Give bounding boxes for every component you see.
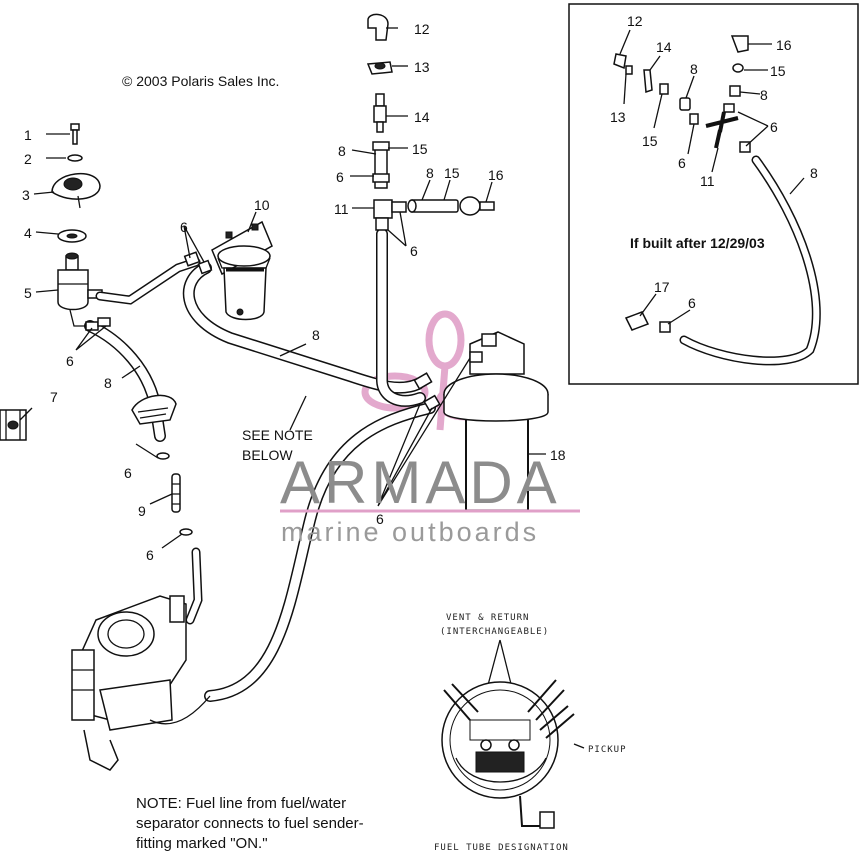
pickup-label: PICKUP (588, 745, 627, 755)
part-3-bracket (51, 172, 101, 209)
note-line-2: separator connects to fuel sender- (136, 815, 364, 832)
part-13-clip (366, 61, 393, 75)
note-block: NOTE: Fuel line from fuel/water separato… (136, 795, 364, 852)
leader-lines (19, 27, 546, 549)
inset-callout-14: 14 (656, 39, 672, 55)
callout-3: 3 (22, 187, 30, 203)
part-15-16-side-assembly (407, 196, 495, 216)
part-14-connector (373, 93, 387, 133)
note-line-1: NOTE: Fuel line from fuel/water (136, 795, 346, 812)
inset-callout-6a: 6 (678, 155, 686, 171)
carburetor-assembly (71, 595, 211, 771)
inset-callout-13: 13 (610, 109, 626, 125)
watermark: ARMADA marine outboards (280, 449, 580, 547)
callout-9: 9 (138, 503, 146, 519)
callout-5: 5 (24, 285, 32, 301)
callout-labels: 1 2 3 4 5 6 8 7 6 9 6 6 10 8 SEE NOTE BE… (22, 21, 566, 563)
callout-8a: 8 (104, 375, 112, 391)
inset-callout-8c: 8 (810, 165, 818, 181)
part-1-screw (70, 123, 80, 145)
inset-callout-15b: 15 (770, 63, 786, 79)
inset-box: 12 13 14 15 8 6 11 16 15 8 6 8 If built … (568, 3, 859, 385)
hand-illustration (131, 394, 177, 425)
callout-16: 16 (488, 167, 504, 183)
part-18-fuel-sender (443, 331, 549, 511)
callout-4: 4 (24, 225, 32, 241)
sender-fittings (85, 251, 483, 412)
part-4-nut (57, 229, 87, 243)
inset-callout-17: 17 (654, 279, 670, 295)
part-2-washer (67, 154, 83, 162)
inset-callout-8a: 8 (690, 61, 698, 77)
callout-1: 1 (24, 127, 32, 143)
callout-2: 2 (24, 151, 32, 167)
inset-callout-6c: 6 (688, 295, 696, 311)
note-line-3: fitting marked "ON." (136, 835, 268, 852)
part-8-short-hose (372, 141, 390, 189)
vent-label-1: VENT & RETURN (446, 613, 529, 623)
callout-13: 13 (414, 59, 430, 75)
part-10-water-separator (211, 220, 273, 321)
see-note-line-1: SEE NOTE (242, 427, 313, 443)
callout-6g: 6 (376, 511, 384, 527)
inset-callout-15a: 15 (642, 133, 658, 149)
callout-15a: 15 (412, 141, 428, 157)
inset-callout-11: 11 (700, 173, 715, 189)
callout-18: 18 (550, 447, 566, 463)
callout-11: 11 (334, 201, 349, 217)
callout-6d: 6 (180, 219, 188, 235)
see-note-line-2: BELOW (242, 447, 293, 463)
inset-caption: If built after 12/29/03 (630, 235, 765, 251)
inset-callout-8b: 8 (760, 87, 768, 103)
part-9-fitting (156, 452, 193, 536)
inset-callout-16: 16 (776, 37, 792, 53)
callout-8b: 8 (312, 327, 320, 343)
callout-6c: 6 (146, 547, 154, 563)
callout-12: 12 (414, 21, 430, 37)
watermark-brand: ARMADA (280, 449, 561, 516)
copyright-text: © 2003 Polaris Sales Inc. (122, 73, 279, 89)
inset-callout-6b: 6 (770, 119, 778, 135)
callout-6f: 6 (410, 243, 418, 259)
callout-6b: 6 (124, 465, 132, 481)
part-5-fuel-filter (57, 252, 103, 327)
callout-7: 7 (50, 389, 58, 405)
part-12-elbow-cap (367, 13, 389, 41)
callout-6e: 6 (336, 169, 344, 185)
watermark-tagline: marine outboards (281, 517, 539, 547)
callout-15b: 15 (444, 165, 460, 181)
callout-14: 14 (414, 109, 430, 125)
hoses (84, 228, 436, 702)
designation-label: FUEL TUBE DESIGNATION (434, 843, 569, 852)
part-7-clamp (0, 409, 27, 441)
callout-10: 10 (254, 197, 270, 213)
inset-callout-12: 12 (627, 13, 643, 29)
part-11-tee (373, 199, 407, 231)
vent-label-2: (INTERCHANGEABLE) (440, 627, 549, 637)
callout-8c: 8 (338, 143, 346, 159)
callout-8d: 8 (426, 165, 434, 181)
fuel-tube-detail: VENT & RETURN (INTERCHANGEABLE) PICKUP F… (434, 613, 627, 852)
callout-6a: 6 (66, 353, 74, 369)
